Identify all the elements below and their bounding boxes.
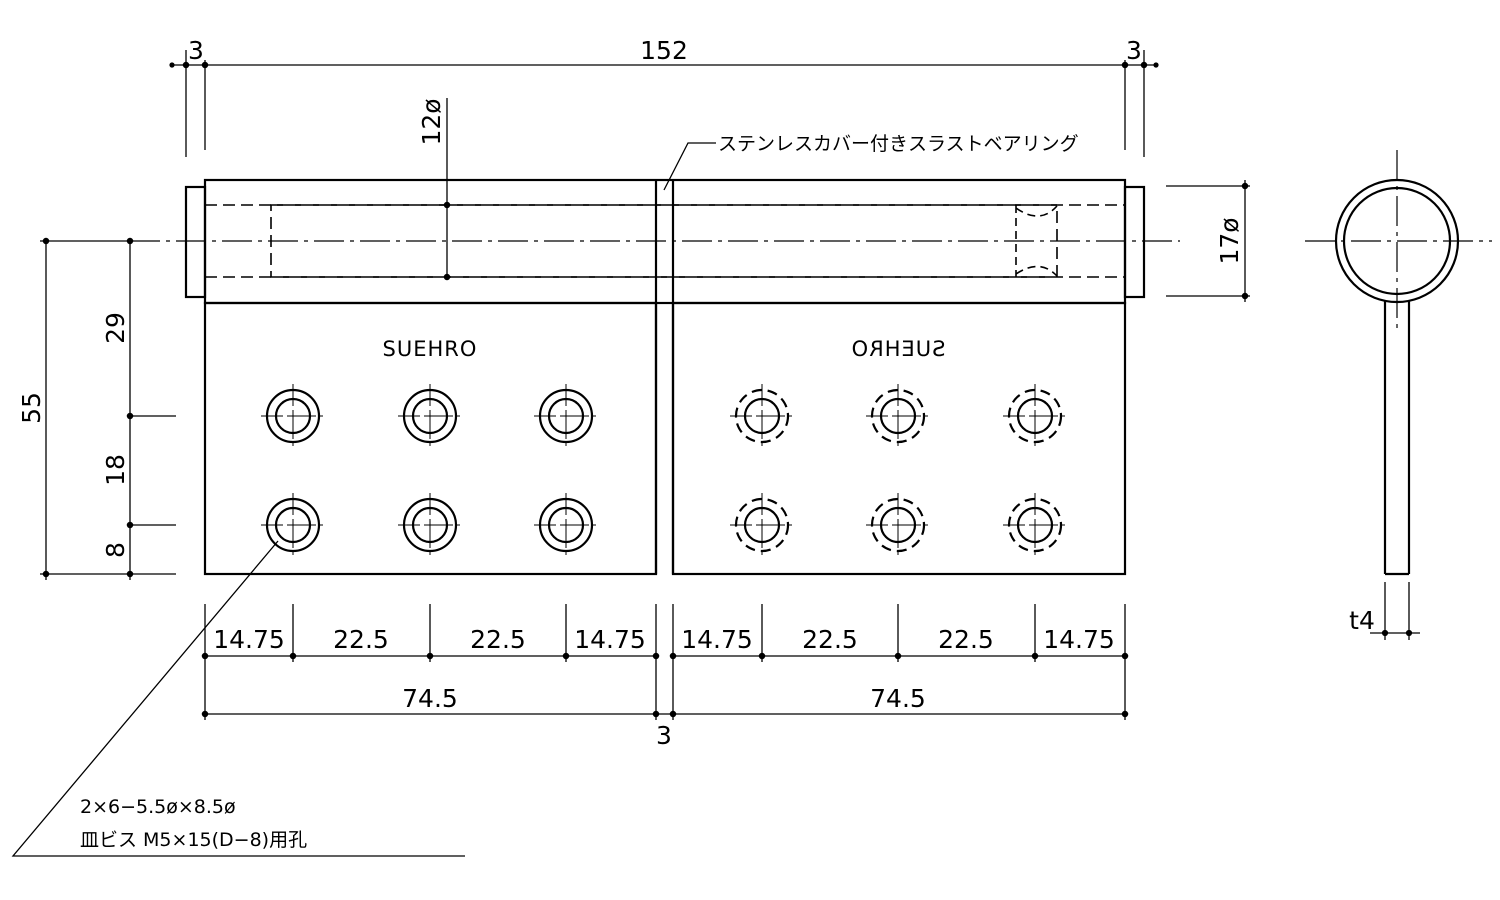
top-dimensions <box>169 50 1159 281</box>
screw-hole <box>866 384 930 448</box>
dim-top-right-gap: 3 <box>1126 36 1142 65</box>
screw-hole <box>1003 493 1067 557</box>
dim-height-upper: 29 <box>101 312 130 344</box>
dim-pin-diameter: 12ø <box>417 98 446 145</box>
dim-height-low: 8 <box>101 542 130 558</box>
hole-spec: 2×6−5.5ø×8.5ø <box>80 796 236 818</box>
dim-h-edge-b: 14.75 <box>574 625 646 654</box>
screw-hole <box>1003 384 1067 448</box>
hole-callout-leader <box>11 540 465 857</box>
hidden-pin-tip <box>1015 205 1058 277</box>
dim-leaf-left: 74.5 <box>402 684 458 713</box>
dim-knuckle-diameter: 17ø <box>1215 217 1244 264</box>
screw-hole <box>730 384 794 448</box>
screw-spec: 皿ビス M5×15(D−8)用孔 <box>80 829 307 851</box>
pin-cap-right <box>1123 185 1146 299</box>
dim-h-edge-d: 14.75 <box>1043 625 1115 654</box>
screw-hole <box>534 384 598 448</box>
side-view <box>1305 150 1492 640</box>
pin-cap-left <box>184 185 207 299</box>
screw-holes <box>261 384 1067 557</box>
dim-h-pitch-c: 22.5 <box>802 625 858 654</box>
left-dimensions <box>40 237 176 580</box>
leaf-left <box>203 301 658 576</box>
screw-hole <box>866 493 930 557</box>
dim-h-pitch-d: 22.5 <box>938 625 994 654</box>
dim-h-edge-c: 14.75 <box>681 625 753 654</box>
screw-hole <box>730 493 794 557</box>
dim-thickness: t4 <box>1349 606 1375 635</box>
bearing-label: ステンレスカバー付きスラストベアリング <box>718 133 1079 155</box>
bearing-leader <box>663 142 716 191</box>
dim-height-total: 55 <box>17 392 46 424</box>
knuckle-dimension <box>1166 180 1250 302</box>
bottom-dimensions <box>201 604 1129 720</box>
dim-h-pitch-b: 22.5 <box>470 625 526 654</box>
screw-hole <box>534 493 598 557</box>
leaf-right <box>671 301 1127 576</box>
dim-center-gap: 3 <box>656 721 672 750</box>
brand-left: SUEHRO <box>383 337 478 361</box>
dim-h-pitch-a: 22.5 <box>333 625 389 654</box>
dim-h-edge-a: 14.75 <box>213 625 285 654</box>
dim-height-mid: 18 <box>101 454 130 486</box>
front-view <box>130 178 1180 576</box>
dim-leaf-right: 74.5 <box>870 684 926 713</box>
screw-hole <box>398 493 462 557</box>
brand-right: SUEHRO <box>851 337 946 361</box>
dim-top-left-gap: 3 <box>188 36 204 65</box>
screw-hole <box>261 493 325 557</box>
screw-hole <box>261 384 325 448</box>
dim-top-total: 152 <box>640 36 688 65</box>
screw-hole <box>398 384 462 448</box>
